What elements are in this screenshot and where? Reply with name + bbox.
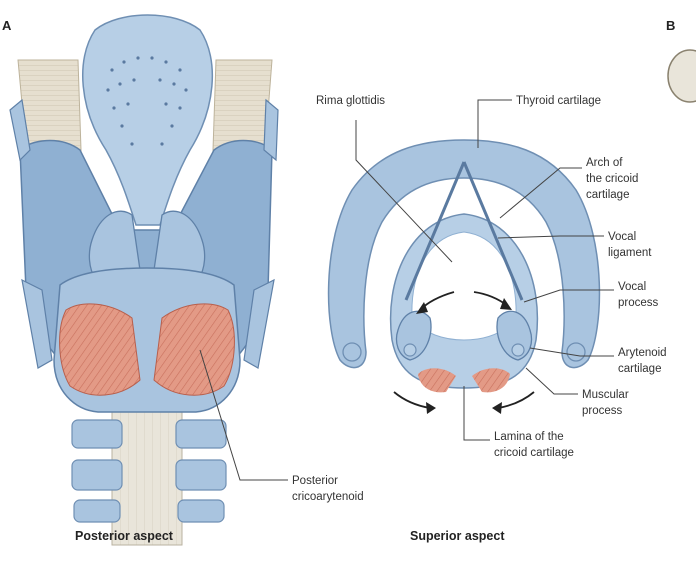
leader-muscular-process [526, 368, 578, 394]
label-rima-glottidis: Rima glottidis [316, 95, 385, 107]
label-muscular-process: Muscular process [582, 389, 632, 417]
label-vocal-ligament-line1: Vocal [608, 231, 636, 243]
label-arch-cricoid-line3: cartilage [586, 189, 629, 201]
arrowhead-muscular-left [426, 402, 436, 414]
thyroid-end-right [567, 343, 585, 361]
leader-lamina-cricoid [464, 386, 490, 440]
posterior-cricoarytenoid-right [154, 304, 234, 395]
panel-letter-a: A [2, 18, 12, 33]
arrowhead-muscular-right [492, 402, 502, 414]
label-posterior-cricoarytenoid: Posterior cricoarytenoid [292, 475, 364, 503]
label-arytenoid-cartilage-line1: Arytenoid [618, 347, 667, 359]
caption-posterior-aspect: Posterior aspect [75, 529, 174, 543]
label-vocal-ligament: Vocal ligament [608, 231, 652, 259]
label-arch-cricoid-line1: Arch of [586, 157, 623, 169]
label-lamina-cricoid-line2: cricoid cartilage [494, 447, 574, 459]
label-vocal-process-line2: process [618, 297, 659, 309]
posterior-cricoarytenoid-left [60, 304, 140, 395]
label-lamina-cricoid: Lamina of the cricoid cartilage [494, 431, 574, 459]
thyroid-end-left [343, 343, 361, 361]
superior-aspect-illustration [329, 140, 600, 414]
label-muscular-process-line2: process [582, 405, 623, 417]
label-vocal-process: Vocal process [618, 281, 659, 309]
panel-letter-b: B [666, 18, 675, 33]
label-arch-cricoid: Arch of the cricoid cartilage [586, 157, 642, 201]
label-vocal-ligament-line2: ligament [608, 247, 652, 259]
arytenoid-joint-right [512, 344, 524, 356]
label-thyroid-cartilage: Thyroid cartilage [516, 95, 601, 107]
label-posterior-cricoarytenoid-line1: Posterior [292, 475, 338, 487]
label-arytenoid-cartilage: Arytenoid cartilage [618, 347, 670, 375]
label-vocal-process-line1: Vocal [618, 281, 646, 293]
label-arch-cricoid-line2: the cricoid [586, 173, 638, 185]
label-muscular-process-line1: Muscular [582, 389, 629, 401]
arytenoid-joint-left [404, 344, 416, 356]
arrow-muscular-right [498, 392, 534, 408]
label-lamina-cricoid-line1: Lamina of the [494, 431, 564, 443]
label-arytenoid-cartilage-line2: cartilage [618, 363, 661, 375]
partial-inset-shape [668, 50, 696, 102]
thyroid-superior-horn-right [264, 100, 278, 160]
caption-superior-aspect: Superior aspect [410, 529, 505, 543]
arrow-muscular-left [394, 392, 430, 408]
label-posterior-cricoarytenoid-line2: cricoarytenoid [292, 491, 364, 503]
posterior-aspect-illustration [10, 15, 278, 545]
